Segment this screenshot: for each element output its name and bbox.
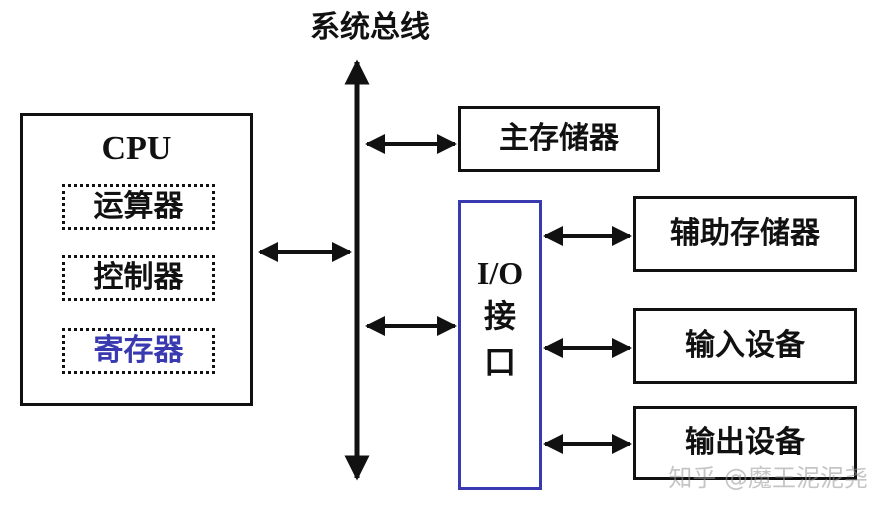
watermark: 知乎 @魔王泥泥尧 [668,464,868,492]
cpu-label: CPU [101,130,172,167]
control-unit-box: 控制器 [62,255,215,301]
io-interface-box: I/O 接 口 [458,200,542,490]
system-bus-title: 系统总线 [310,10,430,45]
main-memory-box: 主存储器 [458,106,660,172]
alu-box: 运算器 [62,184,215,230]
io-interface-label-line2: 接 [483,297,516,335]
input-device-box: 输入设备 [633,308,857,384]
aux-storage-box: 辅助存储器 [633,196,857,272]
output-device-box: 输出设备 [633,406,857,480]
io-interface-label-line3: 口 [483,343,516,381]
cpu-box [20,113,253,406]
io-interface-label-line1: I/O [476,255,524,291]
register-box: 寄存器 [62,328,215,374]
